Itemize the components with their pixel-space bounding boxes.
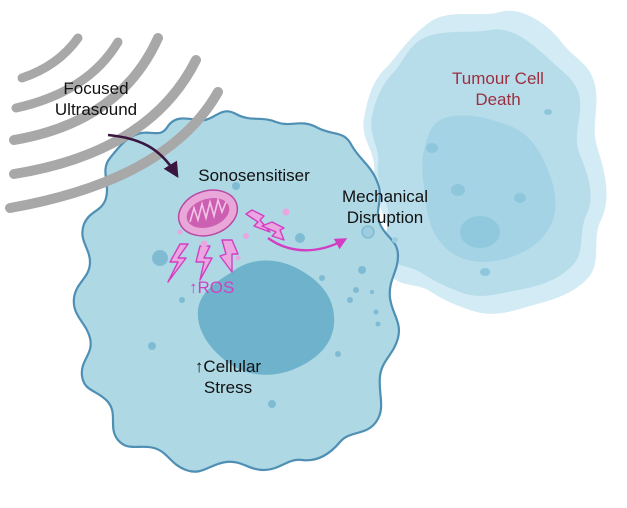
tumour-cell-death-label: Tumour Cell Death (438, 68, 558, 110)
dying-cell-fragment (514, 193, 526, 203)
organelle (347, 297, 353, 303)
ros-dot (235, 255, 241, 261)
ros-label: ↑ROS (189, 278, 235, 297)
mechanical-line1: Mechanical (342, 187, 428, 206)
wave-arc (9, 33, 163, 145)
ros-spark (167, 243, 189, 283)
wave-arc (5, 87, 223, 213)
cell-nucleus (197, 260, 335, 375)
bubble (375, 321, 381, 327)
dying-cell-core (422, 115, 556, 262)
dying-cell-fragment (426, 143, 438, 153)
wave-arc (11, 37, 123, 113)
wave-arc (9, 55, 201, 179)
ros-dot (243, 233, 249, 239)
disruption-bubbles (353, 237, 398, 327)
organelle (152, 250, 168, 266)
dying-cell-fragment (480, 268, 490, 276)
ros-spark (261, 221, 285, 241)
mechanical-line2: Disruption (346, 208, 424, 227)
stress-line2: Stress (203, 378, 253, 397)
dying-cell-fragment (451, 184, 465, 196)
tumour-line2: Death (475, 90, 521, 109)
disruption-arrow (267, 237, 348, 252)
mechanical-disruption-label: Mechanical Disruption (330, 186, 440, 228)
dying-cell-fragment (544, 109, 552, 115)
organelle (295, 233, 305, 243)
mitochondrion-icon (177, 189, 239, 237)
bubble (392, 237, 398, 243)
focused-ultrasound-label: Focused Ultrasound (46, 78, 146, 120)
organelle (319, 275, 325, 281)
sonosensitiser-label: Sonosensitiser (198, 166, 310, 185)
organelle (268, 400, 276, 408)
cellular-stress-label: ↑Cellular Stress (178, 356, 278, 398)
organelle (179, 297, 185, 303)
focused-ultrasound-line2: Ultrasound (54, 100, 138, 119)
bubble (353, 287, 359, 293)
organelle (232, 182, 240, 190)
ros-dot (200, 240, 208, 248)
organelle (373, 309, 379, 315)
cancer-cell (72, 110, 400, 473)
ros-dot (282, 208, 290, 216)
dying-tumour-cell (363, 10, 607, 314)
organelle (148, 342, 156, 350)
bubble (370, 290, 374, 294)
ultrasound-waves-icon (5, 33, 223, 213)
ros-spark (219, 239, 239, 273)
organelle (361, 225, 375, 239)
wave-arc (17, 33, 83, 83)
bubble (358, 266, 366, 274)
tumour-line1: Tumour Cell (452, 69, 544, 88)
ultrasound-arrow (107, 133, 179, 178)
dying-cell-nucleus (460, 216, 500, 248)
ros-dot (177, 229, 183, 235)
ros-sparks-icon (167, 209, 285, 283)
focused-ultrasound-line1: Focused (63, 79, 129, 98)
ros-spark (195, 245, 213, 281)
organelle (335, 351, 341, 357)
mitochondrion-cristae (189, 197, 227, 223)
stress-line1: ↑Cellular (194, 357, 262, 376)
